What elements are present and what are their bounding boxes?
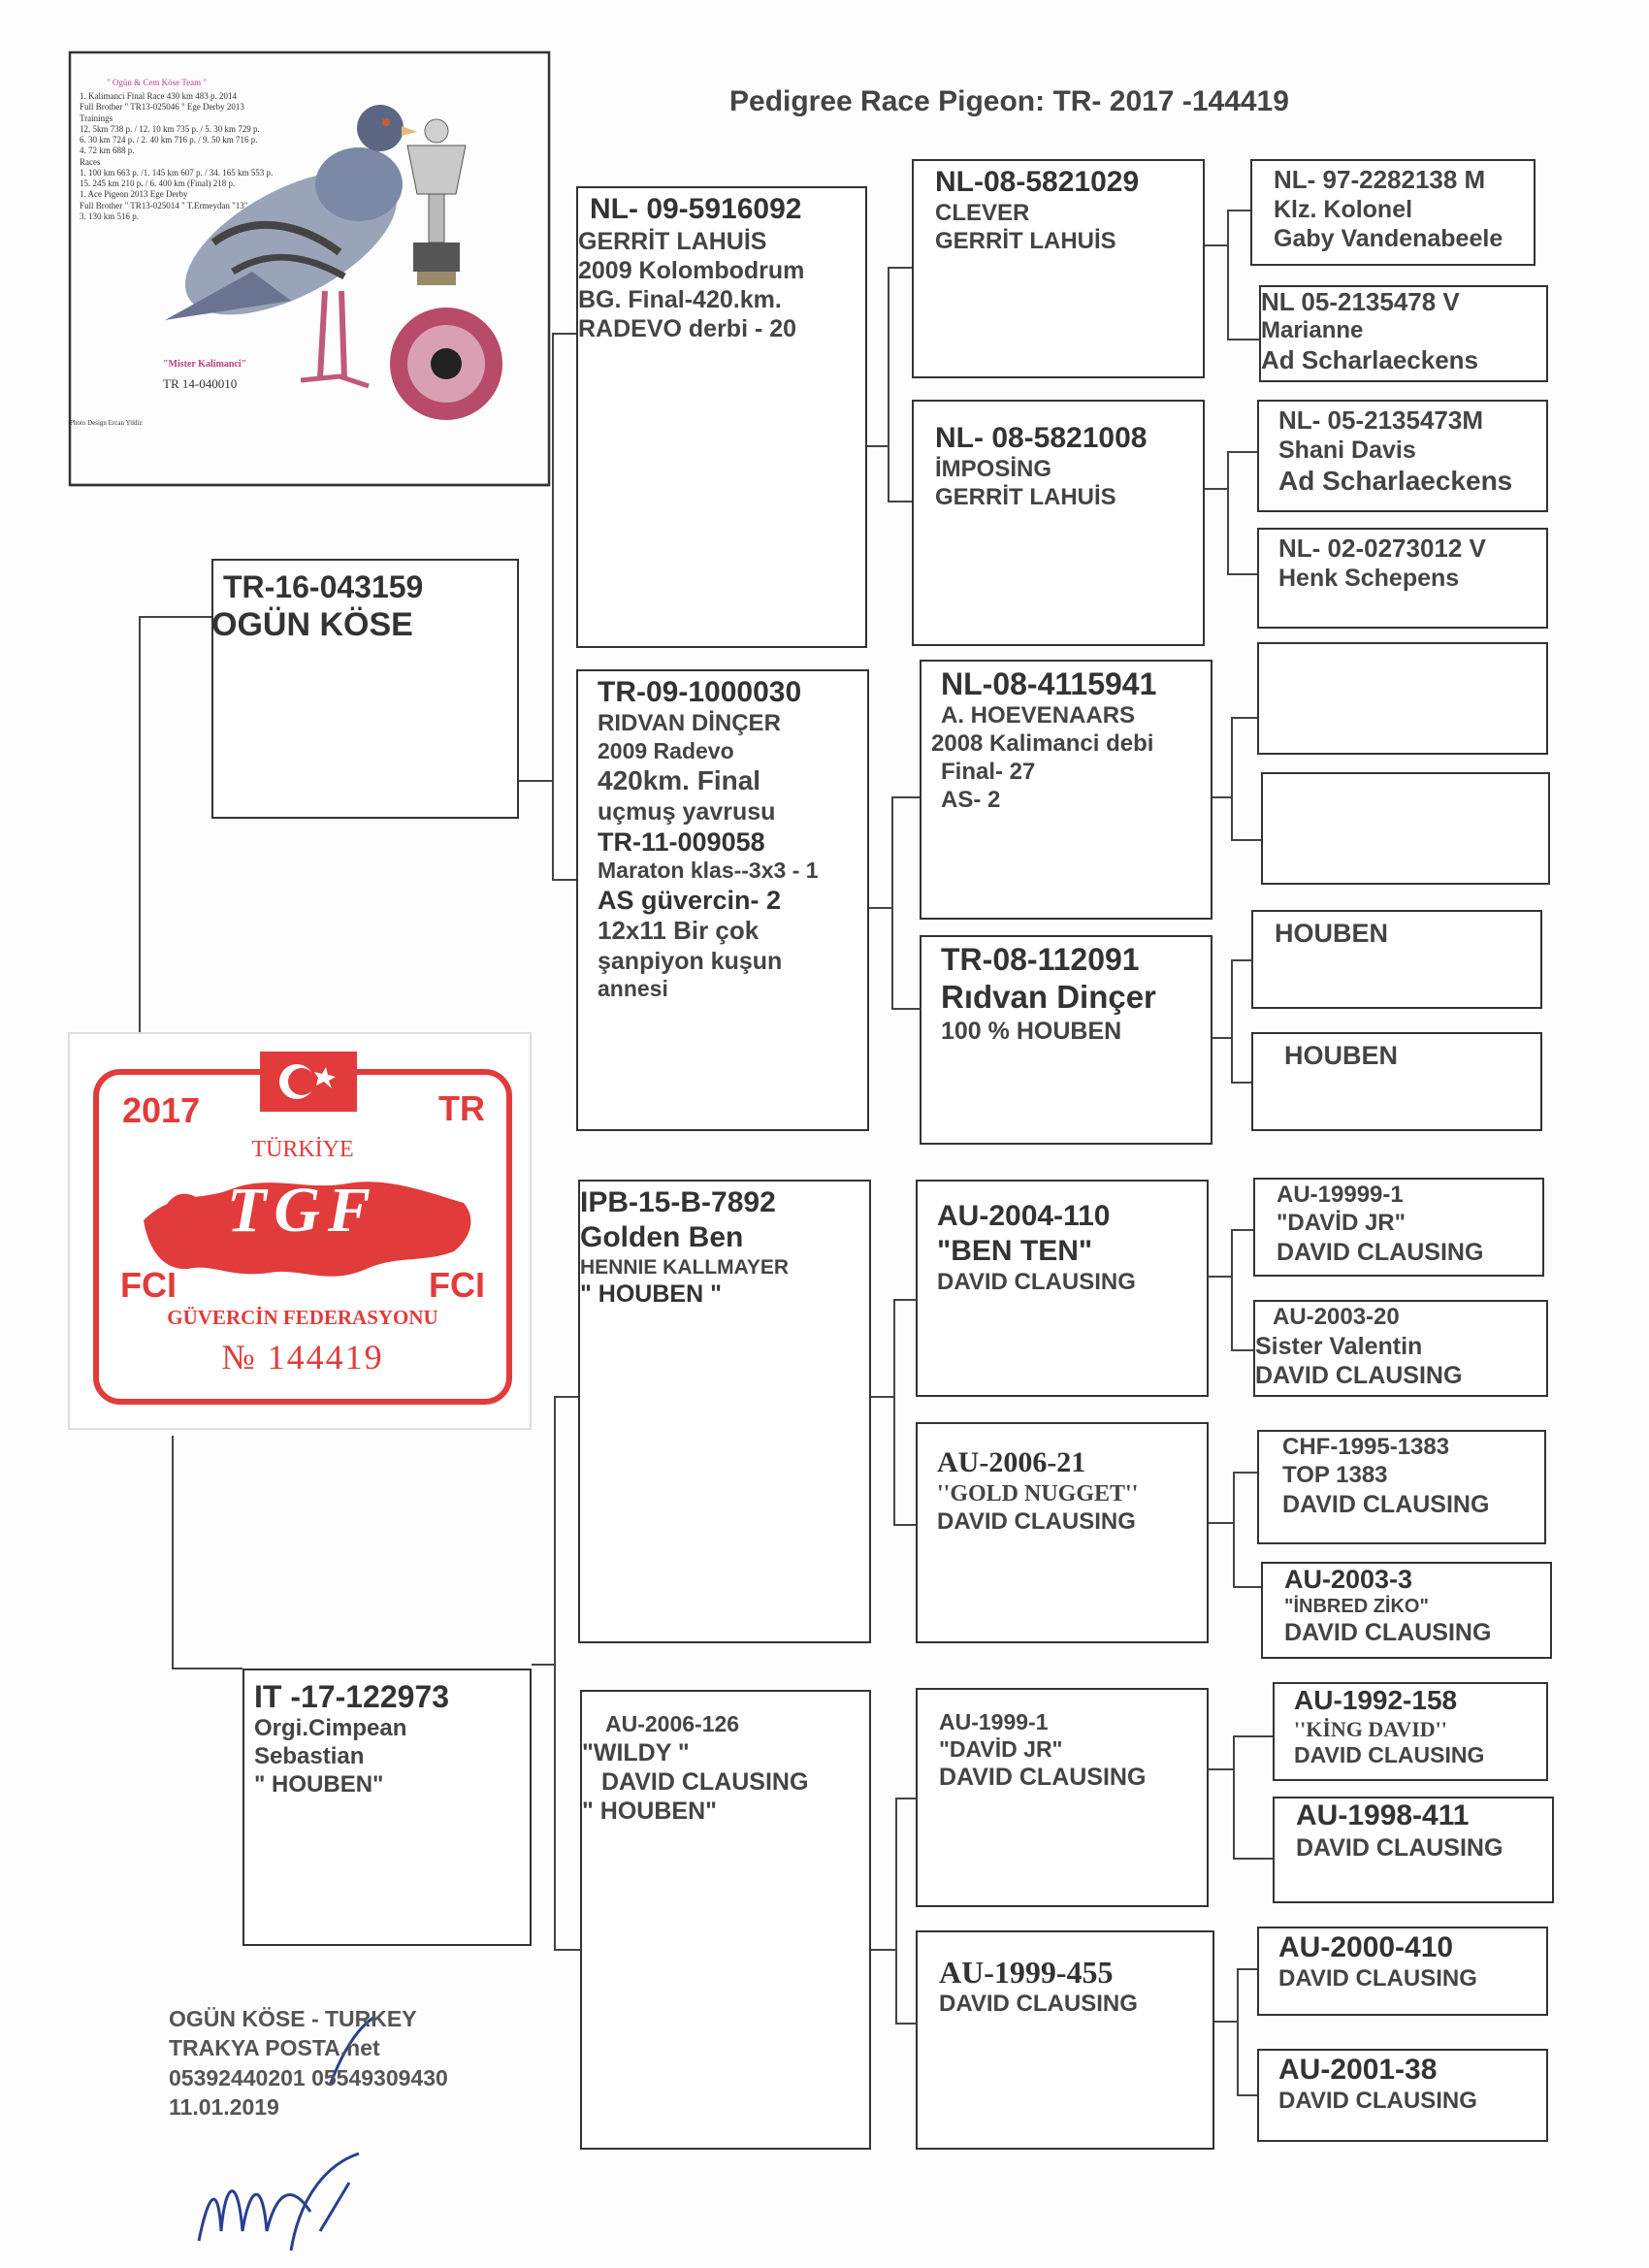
tgf-stamp: 2017 TR TÜRKİYE TGF FCI FCI GÜVERCİN FED… [68,1032,532,1430]
gen4-card-3[interactable]: NL- 05-2135473M Shani Davis Ad Scharlaec… [1257,400,1548,512]
stamp-federation: GÜVERCİN FEDERASYONU [99,1306,506,1330]
stamp-country-code: TR [438,1088,485,1129]
gen2-card-1[interactable]: NL- 09-5916092 GERRİT LAHUİS 2009 Kolomb… [576,186,867,648]
footer-name: OGÜN KÖSE - TURKEY [169,2004,448,2033]
pigeon-ring: TR 14-040010 [163,376,237,392]
sire-owner: OGÜN KÖSE [211,605,507,645]
gen3-card-6[interactable]: AU-2006-21 ''GOLD NUGGET'' DAVID CLAUSIN… [916,1422,1209,1643]
pigeon-eye-icon [390,308,502,420]
gen4-card-2[interactable]: NL 05-2135478 V Marianne Ad Scharlaecken… [1259,285,1548,382]
gen2-ring: AU-2006-126 [601,1711,869,1738]
stamp-fci-left: FCI [120,1265,177,1306]
contact-footer: OGÜN KÖSE - TURKEY TRAKYA POSTA.net 0539… [169,2004,448,2122]
gen4-card-14[interactable]: AU-1998-411 DAVID CLAUSING [1273,1797,1554,1903]
photo-credit: Photo Design Ercan Yildiz [70,419,143,428]
pigeon-name: "Mister Kalimanci" [163,359,246,372]
trophy-icon [407,119,466,285]
gen4-card-7[interactable]: HOUBEN [1251,910,1542,1009]
gen3-card-4[interactable]: TR-08-112091 Rıdvan Dinçer 100 % HOUBEN [920,935,1212,1145]
gen2-ring: TR-09-1000030 [598,675,867,710]
gen4-card-15[interactable]: AU-2000-410 DAVID CLAUSING [1257,1927,1548,2016]
gen3-card-2[interactable]: NL- 08-5821008 İMPOSİNG GERRİT LAHUİS [912,400,1205,646]
stamp-number-prefix: № [221,1338,256,1377]
dam-card[interactable]: IT -17-122973 Orgi.Cimpean Sebastian " H… [242,1669,532,1946]
gen4-card-12[interactable]: AU-2003-3 "İNBRED ZİKO" DAVID CLAUSING [1261,1562,1552,1659]
stamp-number-row: № 144419 [99,1337,506,1377]
dam-ring: IT -17-122973 [254,1678,520,1715]
gen2-ring: NL- 09-5916092 [578,192,865,227]
gen4-card-8[interactable]: HOUBEN [1251,1032,1542,1131]
stamp-border: 2017 TR TÜRKİYE TGF FCI FCI GÜVERCİN FED… [93,1069,512,1405]
gen4-card-13[interactable]: AU-1992-158 ''KİNG DAVID'' DAVID CLAUSIN… [1273,1682,1548,1781]
gen3-card-8[interactable]: AU-1999-455 DAVID CLAUSING [916,1930,1214,2150]
footer-phones: 05392440201 05549309430 [169,2063,448,2092]
gen4-card-5[interactable] [1257,642,1548,755]
dam-owner: Orgi.Cimpean [254,1715,520,1743]
gen4-card-16[interactable]: AU-2001-38 DAVID CLAUSING [1257,2049,1548,2142]
footer-site: TRAKYA POSTA.net [169,2033,448,2062]
gen4-card-9[interactable]: AU-19999-1 "DAVİD JR" DAVID CLAUSING [1253,1178,1544,1277]
sire-ring: TR-16-043159 [223,568,507,605]
gen4-card-11[interactable]: CHF-1995-1383 TOP 1383 DAVID CLAUSING [1257,1430,1546,1544]
turkey-flag-icon [260,1052,357,1112]
stamp-fci-right: FCI [429,1265,485,1306]
stamp-country: TÜRKİYE [99,1137,506,1163]
dam-owner-2: Sebastian [254,1743,520,1771]
stamp-year: 2017 [122,1090,200,1131]
stamp-org: TGF [99,1174,506,1247]
gen3-card-5[interactable]: AU-2004-110 "BEN TEN" DAVID CLAUSING [916,1180,1209,1397]
dam-note: " HOUBEN" [254,1771,520,1799]
gen3-card-3[interactable]: NL-08-4115941 A. HOEVENAARS 2008 Kaliman… [920,660,1212,920]
gen3-card-7[interactable]: AU-1999-1 "DAVİD JR" DAVID CLAUSING [916,1688,1209,1907]
stamp-number: 144419 [268,1338,384,1377]
page-title: Pedigree Race Pigeon: TR- 2017 -144419 [729,85,1289,118]
gen4-card-10[interactable]: AU-2003-20 Sister Valentin DAVID CLAUSIN… [1253,1300,1548,1397]
gen4-card-4[interactable]: NL- 02-0273012 V Henk Schepens [1257,528,1548,629]
gen2-ring: IPB-15-B-7892 [580,1185,869,1220]
gen3-card-1[interactable]: NL-08-5821029 CLEVER GERRİT LAHUİS [912,159,1205,378]
gen4-card-1[interactable]: NL- 97-2282138 M Klz. Kolonel Gaby Vande… [1250,159,1536,266]
gen2-card-2[interactable]: TR-09-1000030 RIDVAN DİNÇER 2009 Radevo … [576,669,869,1131]
gen2-card-4[interactable]: AU-2006-126 "WILDY " DAVID CLAUSING " HO… [580,1690,871,2150]
gen4-card-6[interactable] [1261,772,1550,885]
gen2-card-3[interactable]: IPB-15-B-7892 Golden Ben HENNIE KALLMAYE… [578,1180,871,1643]
sire-card[interactable]: TR-16-043159 OGÜN KÖSE [211,559,519,819]
footer-date: 11.01.2019 [169,2092,448,2122]
